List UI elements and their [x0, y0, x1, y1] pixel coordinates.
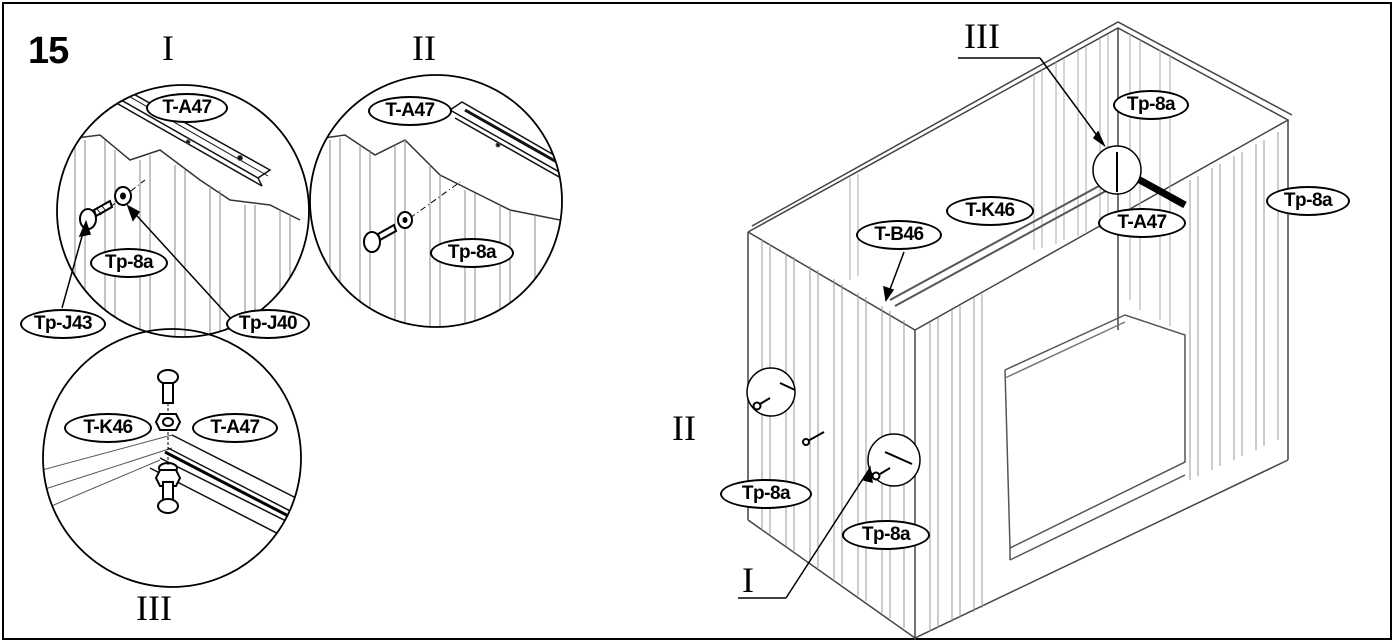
label-d1-screw: Tp-8a [90, 248, 168, 278]
label-d3-left-rail: T-K46 [64, 413, 152, 443]
detail-1-title: I [162, 28, 174, 68]
label-d1-washer: Tp-J40 [226, 309, 310, 339]
shed-assembly [746, 21, 1293, 640]
label-main-screw-top: Tp-8a [1113, 90, 1189, 120]
label-d2-screw: Tp-8a [430, 238, 514, 268]
label-d1-rail: T-A47 [146, 93, 228, 123]
label-main-beam-b: T-B46 [856, 220, 942, 250]
main-ref-3: III [964, 16, 1000, 56]
label-main-screw-left: Tp-8a [720, 479, 812, 509]
label-d2-rail: T-A47 [368, 96, 452, 126]
step-number: 15 [28, 30, 69, 72]
detail-3-title: III [136, 588, 172, 628]
label-main-rail-a: T-A47 [1098, 208, 1186, 238]
label-main-beam-k: T-K46 [946, 196, 1034, 226]
detail-3-view [42, 328, 302, 588]
detail-2-title: II [412, 28, 436, 68]
main-ref-1: I [742, 560, 754, 600]
main-leaders [738, 57, 1106, 599]
detail-1-view [56, 84, 310, 338]
detail-2-view [309, 74, 563, 328]
main-ref-2: II [672, 408, 696, 448]
detail-1-leaders [61, 204, 233, 321]
label-d3-right-rail: T-A47 [192, 413, 278, 443]
label-main-screw-right: Tp-8a [1266, 186, 1350, 216]
label-d1-bolt: Tp-J43 [20, 309, 106, 339]
label-main-screw-bottom: Tp-8a [842, 520, 930, 550]
